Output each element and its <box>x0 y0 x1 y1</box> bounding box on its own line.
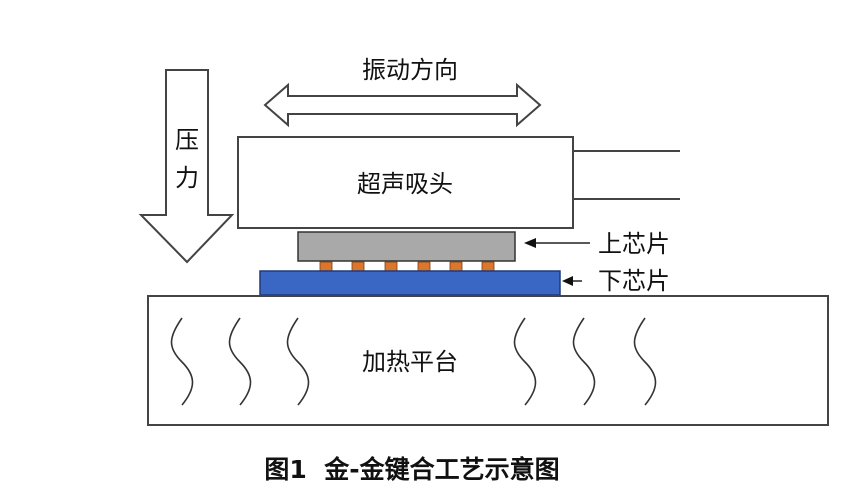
upper-chip-arrowhead <box>524 238 536 248</box>
heat-wave-line <box>513 317 537 406</box>
pressure-label-2: 力 <box>175 164 199 192</box>
lower-chip-arrowhead <box>562 276 573 286</box>
figure-caption: 图1 金-金键合工艺示意图 <box>264 455 559 484</box>
lower-chip-label: 下芯片 <box>598 267 670 295</box>
heat-waves <box>170 317 657 406</box>
gold-bump <box>449 261 463 272</box>
gold-bump <box>351 261 365 272</box>
gold-bump <box>384 261 398 272</box>
heat-wave-line <box>228 317 252 406</box>
pressure-label-1: 压 <box>175 126 199 154</box>
gold-bump <box>417 261 431 272</box>
lower-chip <box>259 270 561 296</box>
vibration-label: 振动方向 <box>362 56 458 84</box>
vibration-arrow <box>263 82 542 128</box>
heat-wave-line <box>572 317 596 406</box>
heating-platform-label: 加热平台 <box>362 348 458 376</box>
gold-bumps <box>319 261 495 272</box>
upper-chip <box>297 231 516 262</box>
pressure-arrow <box>138 69 235 264</box>
heat-wave-line <box>286 317 310 406</box>
head-arm <box>573 150 680 200</box>
heat-wave-line <box>170 317 194 406</box>
heating-platform <box>147 295 829 426</box>
heat-wave-line <box>633 317 657 406</box>
gold-bump <box>481 261 495 272</box>
upper-chip-label: 上芯片 <box>598 230 670 258</box>
ultrasonic-head-label: 超声吸头 <box>357 170 453 198</box>
gold-bump <box>319 261 333 272</box>
ultrasonic-head <box>237 136 574 229</box>
